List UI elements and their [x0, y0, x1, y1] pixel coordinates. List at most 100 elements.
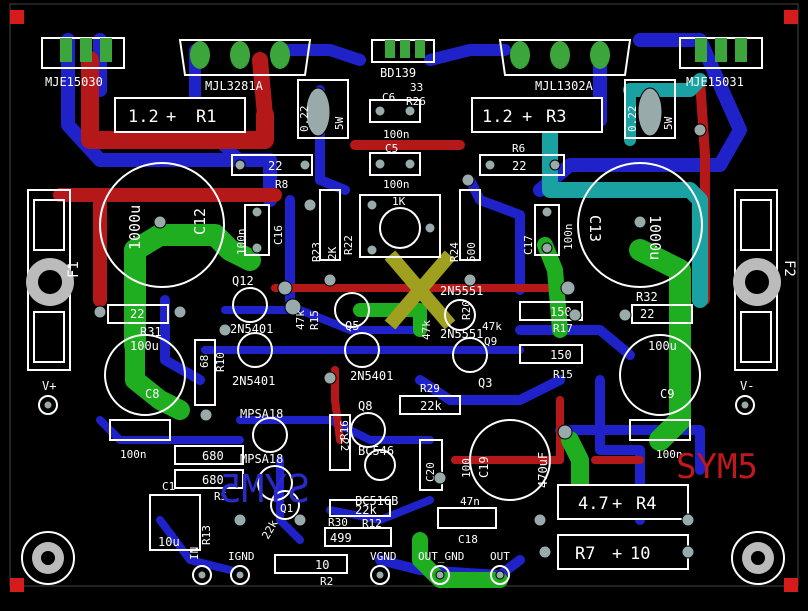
- r24-resistor: R24 500: [448, 189, 481, 262]
- q8-label: Q8: [358, 399, 372, 413]
- c6-label: C6: [382, 91, 395, 104]
- q1-transistor: Q1: [270, 490, 300, 520]
- q12-transistor: Q12 2N5401: [230, 274, 273, 336]
- r1-value: 1.2: [128, 107, 159, 127]
- r7-value: 10: [630, 544, 650, 564]
- c11-capacitor: 100n: [629, 419, 691, 461]
- r-5w-right-label: 5W: [662, 116, 675, 130]
- vplus-terminal: V+: [38, 379, 58, 415]
- r30-label: R30: [328, 516, 348, 529]
- in-label: IN: [188, 547, 201, 560]
- r680-top: 680: [174, 445, 244, 465]
- c5-label: C5: [385, 142, 398, 155]
- vgnd-label: VGND: [370, 550, 397, 563]
- r15-150-value: 150: [550, 348, 572, 362]
- r15-label-left: R15: [308, 310, 321, 330]
- r10-value: 68: [198, 355, 211, 368]
- r33-label: 33: [410, 81, 423, 94]
- mje15031-package: MJE15031: [679, 37, 763, 89]
- q5-label: Q5: [345, 319, 359, 333]
- svg-text:+: +: [612, 494, 622, 514]
- mount-hole-br: [731, 531, 785, 585]
- r2-value: 10: [315, 558, 329, 572]
- r15-value: 47k: [420, 320, 433, 340]
- c18-label: C18: [458, 533, 478, 546]
- r17-value: 150: [550, 305, 572, 319]
- r13-label: R13: [200, 525, 213, 545]
- r31-value: 22: [130, 307, 144, 321]
- q1-label: Q1: [280, 502, 293, 515]
- q-2n5401-left-label: 2N5401: [232, 374, 275, 388]
- c16-capacitor: 100n C16: [235, 204, 285, 256]
- c12-capacitor: 1000u C12: [99, 162, 225, 288]
- c12-value: 1000u: [126, 205, 144, 250]
- c5-capacitor: C5 100n: [369, 142, 421, 191]
- c11-value: 100n: [656, 448, 683, 461]
- r2-label: R2: [320, 575, 333, 588]
- c18-capacitor: 47n C18: [437, 495, 497, 546]
- r23-r22-resistors: R23 2K R22: [310, 189, 355, 262]
- q9-transistor: [444, 299, 476, 331]
- c19-value: 470uF: [536, 452, 550, 488]
- c17-capacitor: C17 100n: [522, 204, 575, 256]
- c1-label: C1: [162, 480, 175, 493]
- board-outline: [9, 3, 799, 587]
- c13-capacitor: C13 1000u: [577, 162, 703, 288]
- out-label: OUT: [490, 550, 510, 563]
- c9-value: 100u: [648, 339, 677, 353]
- q9-label: Q9: [484, 335, 497, 348]
- c16-value: 100n: [235, 229, 248, 256]
- c17-value: 100n: [562, 224, 575, 251]
- r-022-right: 0.22 5W: [624, 79, 676, 139]
- mjl1302a-label: MJL1302A: [535, 79, 594, 93]
- r1-resistor: 1.2 + R1: [114, 97, 246, 133]
- r-5w-left-label: 5W: [333, 116, 346, 130]
- bd139-label: BD139: [380, 66, 416, 80]
- r24-value: 500: [465, 242, 478, 262]
- r15-small-resistor: R15 47k: [284, 298, 321, 330]
- c8-label: C8: [145, 387, 159, 401]
- r-022-left-value: 0.22: [298, 106, 311, 133]
- q12-label: Q12: [232, 274, 254, 288]
- r17-label: R17: [553, 322, 573, 335]
- r6-resistor: R6 22: [479, 142, 565, 176]
- mpsa18-top: MPSA18: [240, 407, 288, 453]
- r32-value: 22: [640, 307, 654, 321]
- r-022-right-value: 0.22: [626, 106, 639, 133]
- c17-label: C17: [522, 235, 535, 255]
- c19-capacitor: C19 470uF: [469, 419, 551, 501]
- c16-label: C16: [272, 225, 285, 245]
- vgnd-terminal: VGND: [370, 550, 397, 585]
- f2-fuse-holder: F2: [733, 189, 797, 371]
- bc546-label: BC546: [358, 444, 394, 458]
- r680-bottom-value: 680: [202, 473, 224, 487]
- r10-label: R10: [214, 352, 227, 372]
- top-copper-traces: [53, 51, 710, 464]
- vias: [93, 123, 707, 559]
- r10-resistor: 68 R10: [194, 339, 227, 406]
- c8-capacitor: 100u C8: [104, 334, 186, 416]
- c7-value: 100n: [120, 448, 147, 461]
- r-022-left: 0.22 5W: [297, 79, 349, 139]
- f2-label: F2: [781, 260, 797, 277]
- c7-capacitor: 100n: [109, 419, 171, 461]
- r23-value: 2K: [326, 246, 339, 260]
- r6-label: R6: [512, 142, 525, 155]
- corner-marker-bl: [10, 578, 24, 592]
- r16-value: 22: [338, 438, 351, 451]
- bd139-package: BD139: [371, 39, 435, 80]
- q-2n5401-left: 2N5401: [232, 332, 275, 388]
- c9-label: C9: [660, 387, 674, 401]
- r4-label: R4: [636, 494, 656, 514]
- out-gnd-label: OUT_GND: [418, 550, 464, 563]
- trim-pot: 1K: [359, 194, 441, 258]
- r1-label: R1: [196, 107, 216, 127]
- c6-value: 100n: [383, 128, 410, 141]
- svg-text:+: +: [522, 107, 532, 127]
- f1-fuse-holder: F1: [26, 189, 82, 371]
- c13-value: 1000u: [646, 215, 664, 260]
- mpsa18-bottom: MPSA18: [240, 452, 293, 501]
- r5-label: R5: [214, 490, 227, 503]
- c12-label: C12: [191, 208, 209, 235]
- r15-label: R15: [553, 368, 573, 381]
